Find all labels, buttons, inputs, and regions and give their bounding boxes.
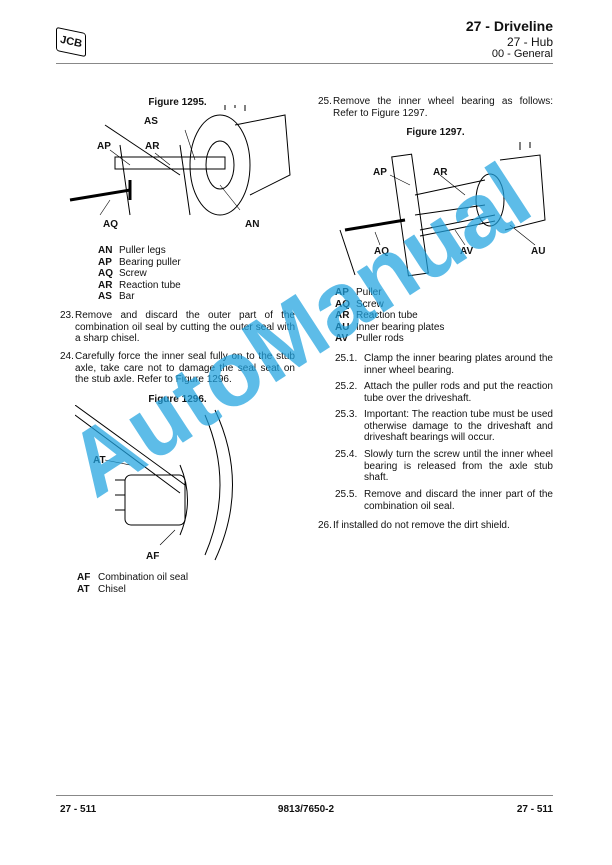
section-title: 27 - Driveline — [465, 18, 553, 34]
topic-title: 00 - General — [491, 48, 553, 60]
substep-25-5: 25.5.Remove and discard the inner part o… — [335, 489, 553, 512]
callout-ar-1297: AR — [433, 167, 448, 178]
figure-1296-title: Figure 1296. — [148, 394, 207, 405]
figure-1295-illustration — [69, 105, 291, 216]
figure-1297-title: Figure 1297. — [406, 127, 465, 138]
step-25: 25.Remove the inner wheel bearing as fol… — [318, 96, 553, 119]
figure-1297-illustration — [339, 142, 546, 277]
figure-1296-illustration — [75, 405, 233, 561]
header-divider — [56, 63, 553, 64]
callout-ap: AP — [97, 141, 111, 152]
substep-25-4: 25.4.Slowly turn the screw until the inn… — [335, 449, 553, 484]
footer-divider — [56, 795, 553, 796]
step-26: 26.If installed do not remove the dirt s… — [318, 520, 510, 531]
substep-25-3: 25.3.Important: The reaction tube must b… — [335, 409, 553, 444]
callout-at: AT — [93, 455, 106, 466]
footer-page-left: 27 - 511 — [60, 804, 97, 815]
substep-25-1: 25.1.Clamp the inner bearing plates arou… — [335, 353, 553, 376]
figure-1295-title: Figure 1295. — [148, 97, 207, 108]
substep-25-2: 25.2.Attach the puller rods and put the … — [335, 381, 553, 404]
callout-av-1297: AV — [460, 246, 474, 257]
callout-au-1297: AU — [531, 246, 546, 257]
callout-ar: AR — [145, 141, 160, 152]
jcb-logo: JCB — [56, 26, 86, 58]
callout-aq-1297: AQ — [374, 246, 389, 257]
step-24: 24.Carefully force the inner seal fully … — [60, 351, 295, 386]
callout-ap-1297: AP — [373, 167, 387, 178]
callout-an: AN — [245, 219, 260, 230]
subsection-title: 27 - Hub — [506, 35, 553, 49]
step-23: 23.Remove and discard the outer part of … — [60, 310, 295, 345]
callout-af: AF — [146, 551, 160, 562]
footer-doc-number: 9813/7650-2 — [277, 804, 335, 815]
callout-aq: AQ — [103, 219, 118, 230]
footer-page-right: 27 - 511 — [516, 804, 553, 815]
callout-as: AS — [144, 116, 158, 127]
